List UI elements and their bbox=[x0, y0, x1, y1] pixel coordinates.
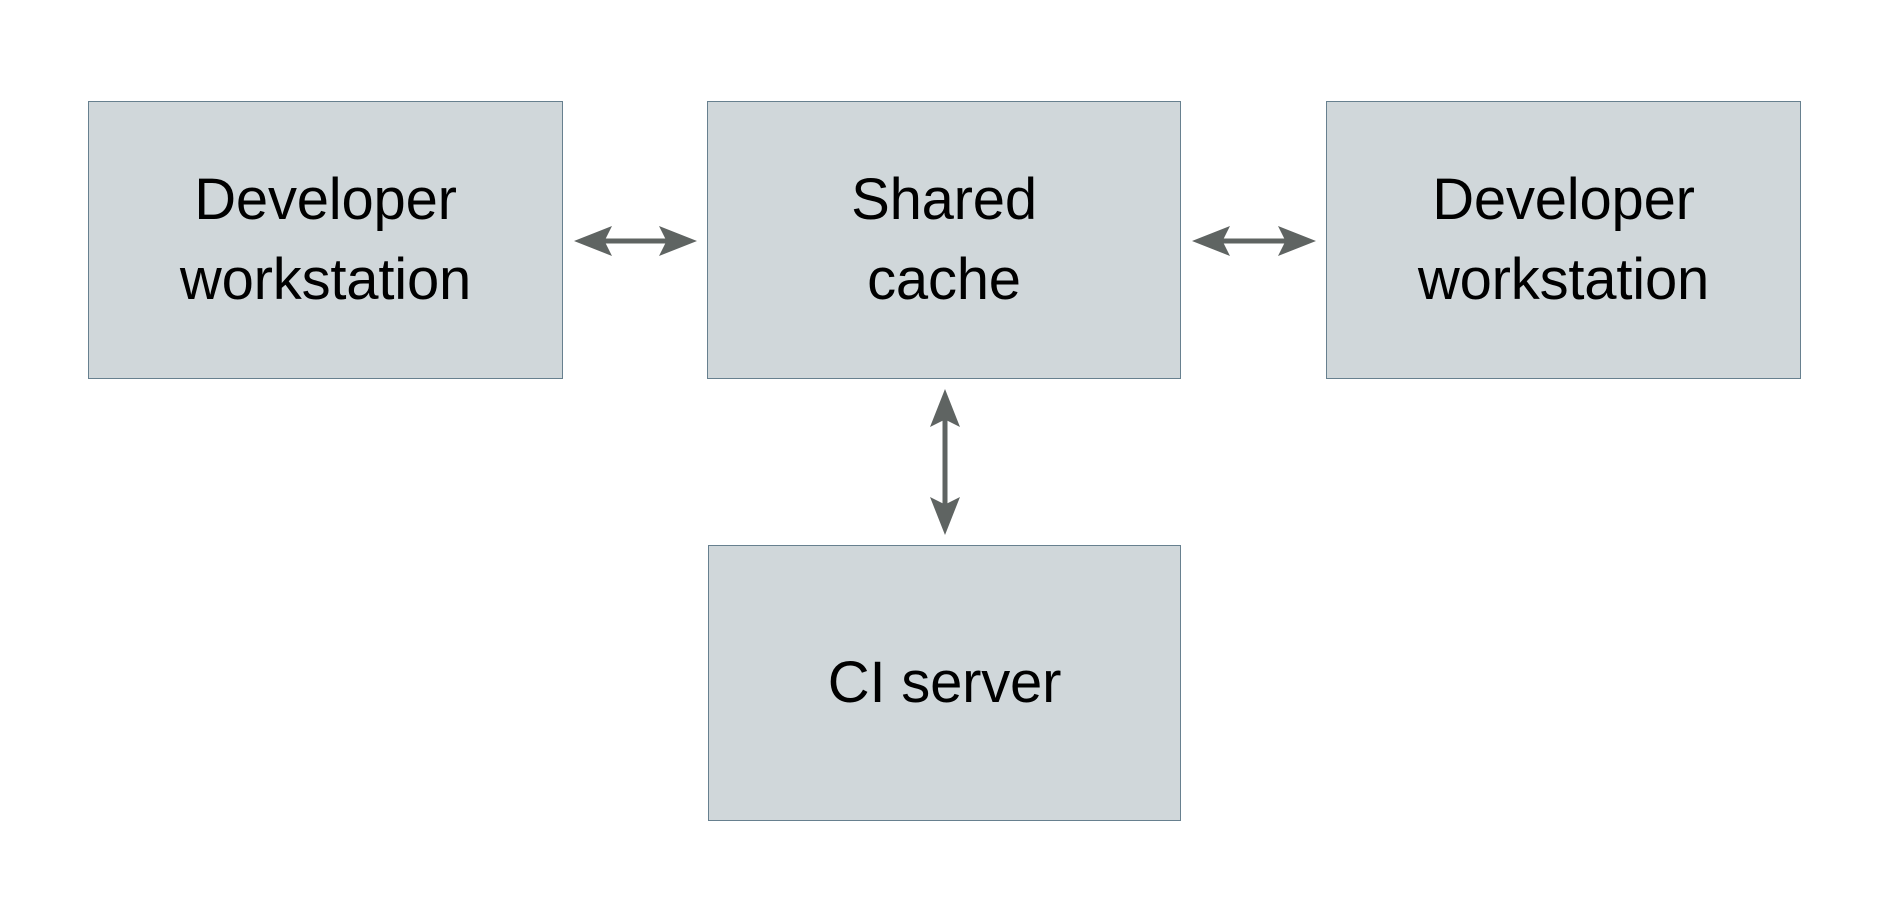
edge-shared-cache-to-developer-right[interactable] bbox=[1181, 210, 1327, 272]
node-label: CI server bbox=[827, 649, 1062, 715]
edge-developer-left-to-shared-cache[interactable] bbox=[563, 210, 708, 272]
node-ci-server[interactable]: CI server bbox=[708, 545, 1181, 821]
bidirectional-arrow-icon bbox=[930, 389, 960, 535]
bidirectional-arrow-icon bbox=[574, 226, 697, 256]
node-developer-workstation-left[interactable]: Developer workstation bbox=[88, 101, 563, 379]
node-shared-cache[interactable]: Shared cache bbox=[707, 101, 1181, 379]
node-label: Developer workstation bbox=[179, 166, 472, 312]
node-label: Developer workstation bbox=[1417, 166, 1710, 312]
node-developer-workstation-right[interactable]: Developer workstation bbox=[1326, 101, 1801, 379]
node-label: Shared cache bbox=[851, 166, 1037, 312]
bidirectional-arrow-icon bbox=[1192, 226, 1316, 256]
edge-shared-cache-to-ci-server[interactable] bbox=[914, 378, 976, 546]
